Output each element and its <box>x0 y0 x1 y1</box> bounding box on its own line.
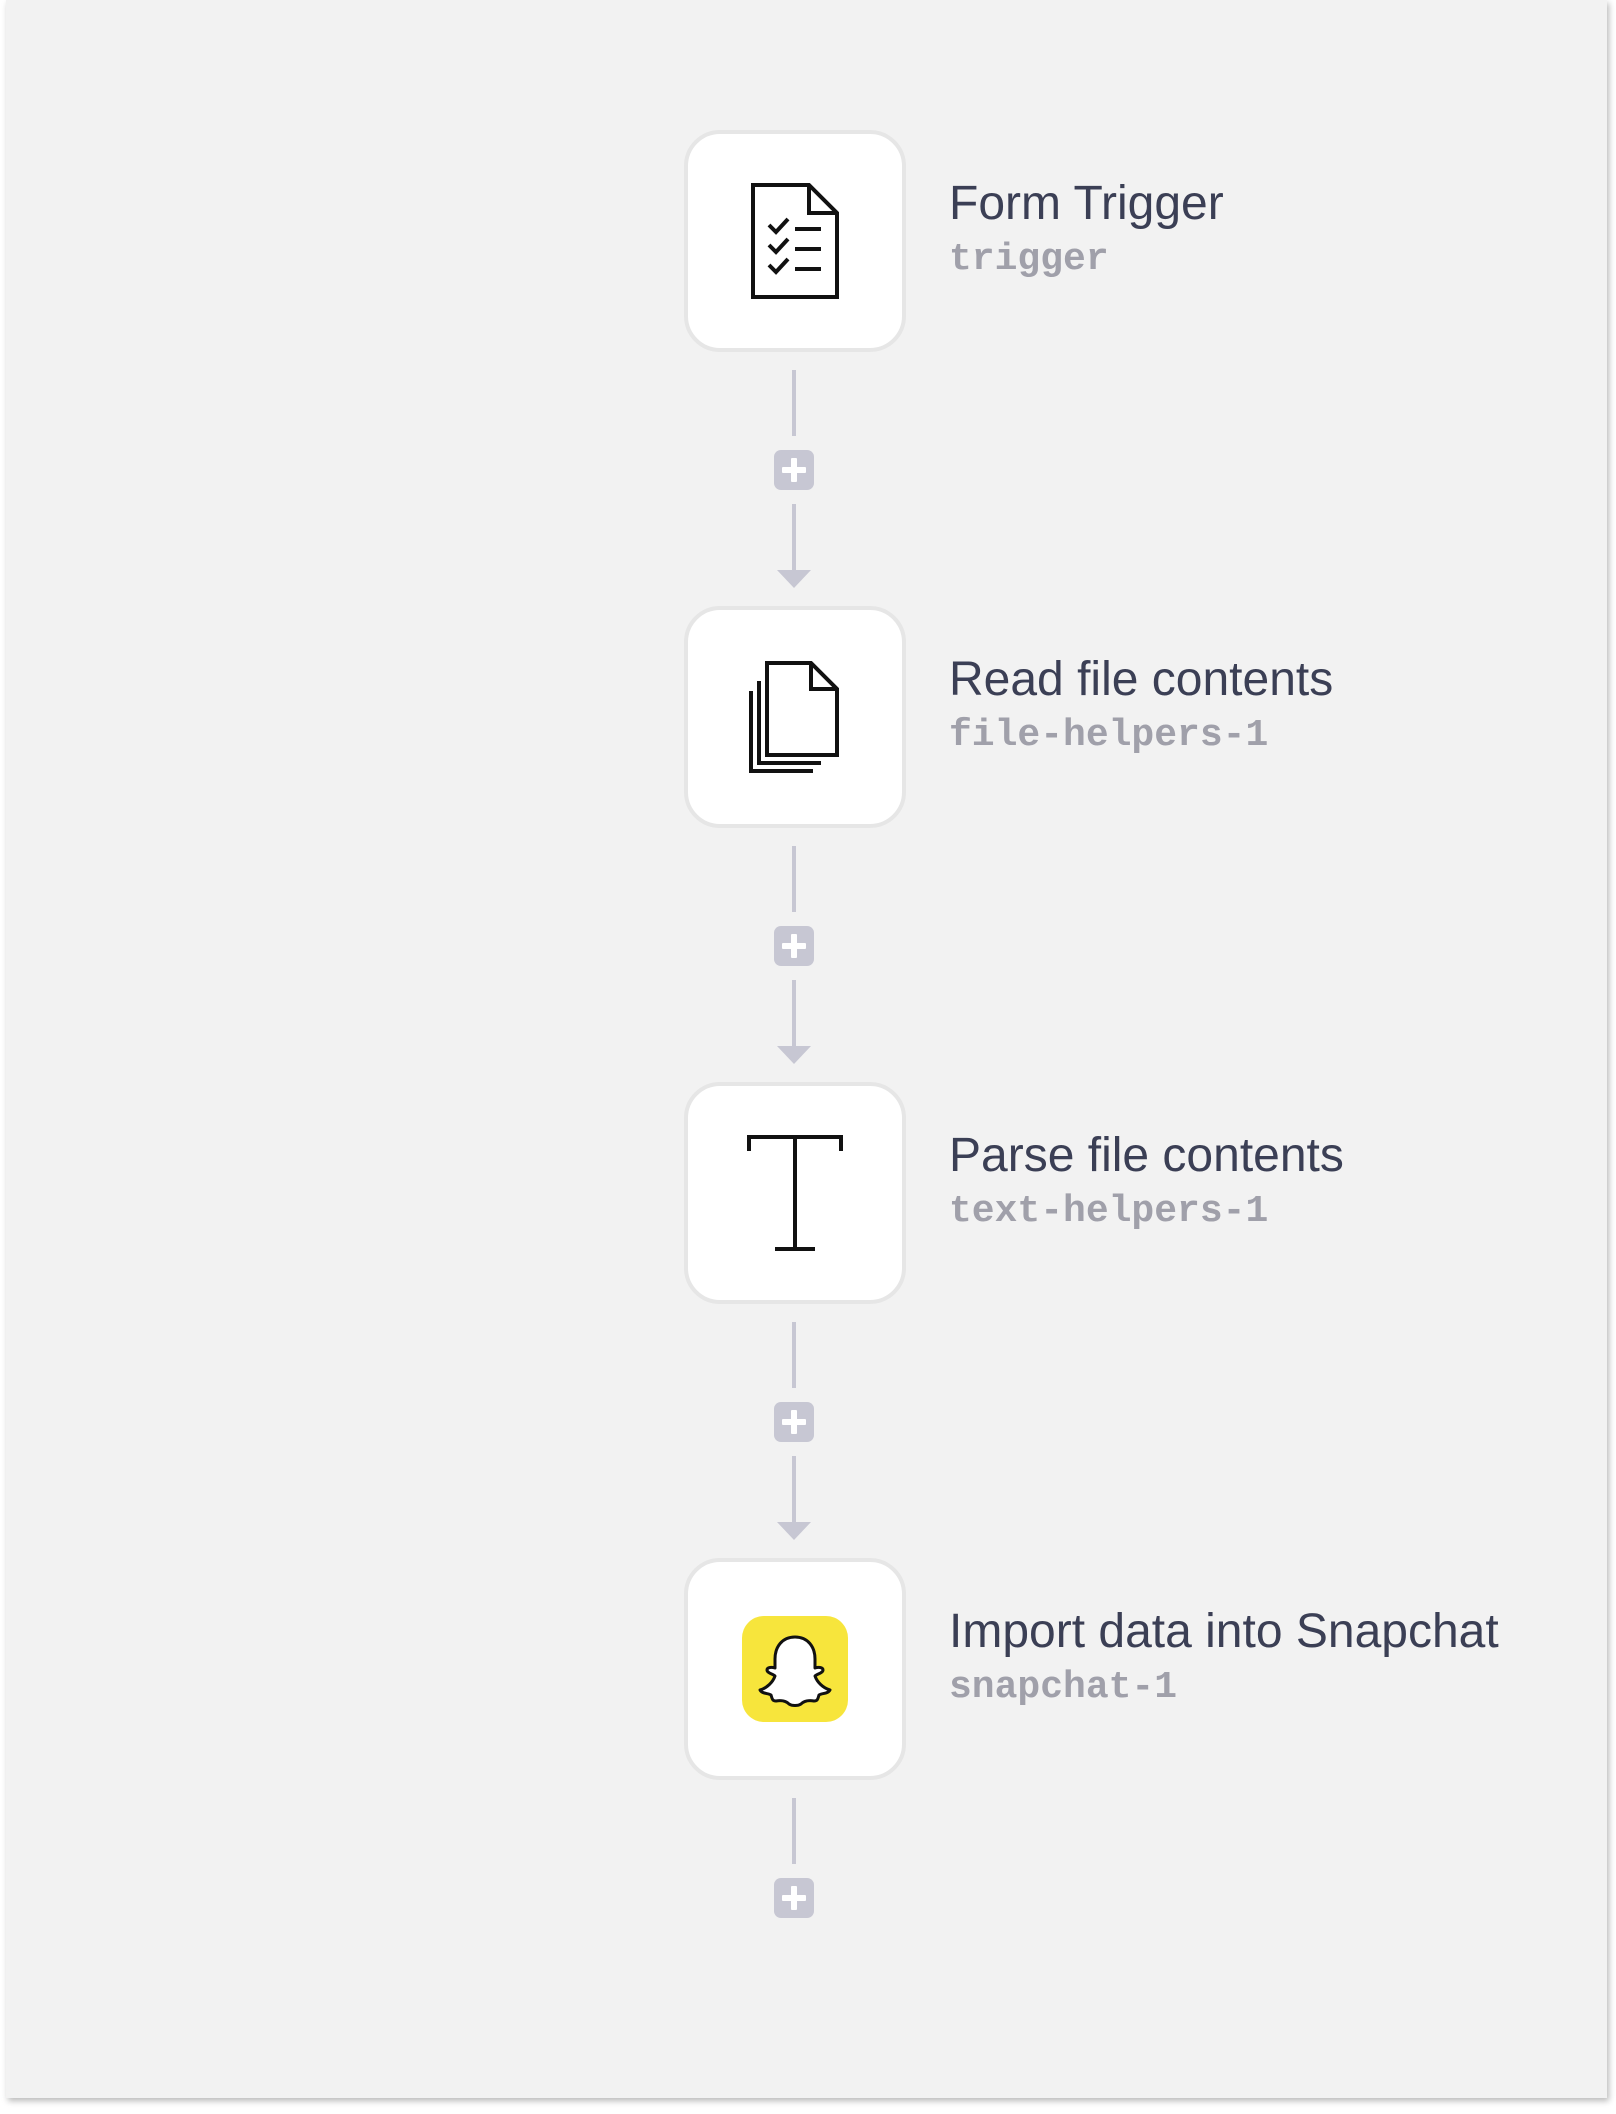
node-card-read-file[interactable] <box>684 606 906 828</box>
workflow-step-parse-file: Parse file contents text-helpers-1 <box>684 1082 1616 1312</box>
connector-line <box>792 1322 796 1388</box>
workflow-step-snapchat-import: Import data into Snapchat snapchat-1 <box>684 1558 1616 1788</box>
node-card-form-trigger[interactable] <box>684 130 906 352</box>
node-title: Import data into Snapchat <box>949 1605 1499 1658</box>
documents-icon <box>735 657 855 777</box>
arrow-down-icon <box>777 570 811 588</box>
connector-line <box>792 504 796 570</box>
connector-line <box>792 1798 796 1864</box>
node-key: trigger <box>949 238 1109 281</box>
node-card-snapchat-import[interactable] <box>684 1558 906 1780</box>
text-t-icon <box>735 1133 855 1253</box>
step-connector <box>772 370 816 588</box>
add-step-button[interactable] <box>774 450 814 490</box>
workflow-step-read-file: Read file contents file-helpers-1 <box>684 606 1616 836</box>
step-connector <box>772 1322 816 1540</box>
connector-line <box>792 846 796 912</box>
add-step-button[interactable] <box>774 1878 814 1918</box>
node-key: text-helpers-1 <box>949 1190 1269 1233</box>
node-title: Read file contents <box>949 653 1334 706</box>
connector-line <box>792 370 796 436</box>
workflow-step-form-trigger: Form Trigger trigger <box>684 130 1616 360</box>
step-connector-end <box>772 1798 816 1922</box>
add-step-button[interactable] <box>774 1402 814 1442</box>
node-key: file-helpers-1 <box>949 714 1269 757</box>
node-card-parse-file[interactable] <box>684 1082 906 1304</box>
node-title: Form Trigger <box>949 177 1224 230</box>
form-checklist-icon <box>735 181 855 301</box>
arrow-down-icon <box>777 1522 811 1540</box>
add-step-button[interactable] <box>774 926 814 966</box>
node-key: snapchat-1 <box>949 1666 1178 1709</box>
node-title: Parse file contents <box>949 1129 1344 1182</box>
snapchat-ghost-icon <box>742 1616 848 1722</box>
arrow-down-icon <box>777 1046 811 1064</box>
workflow-canvas: Form Trigger trigger Read file contents … <box>6 0 1607 2098</box>
connector-line <box>792 1456 796 1522</box>
connector-line <box>792 980 796 1046</box>
step-connector <box>772 846 816 1064</box>
